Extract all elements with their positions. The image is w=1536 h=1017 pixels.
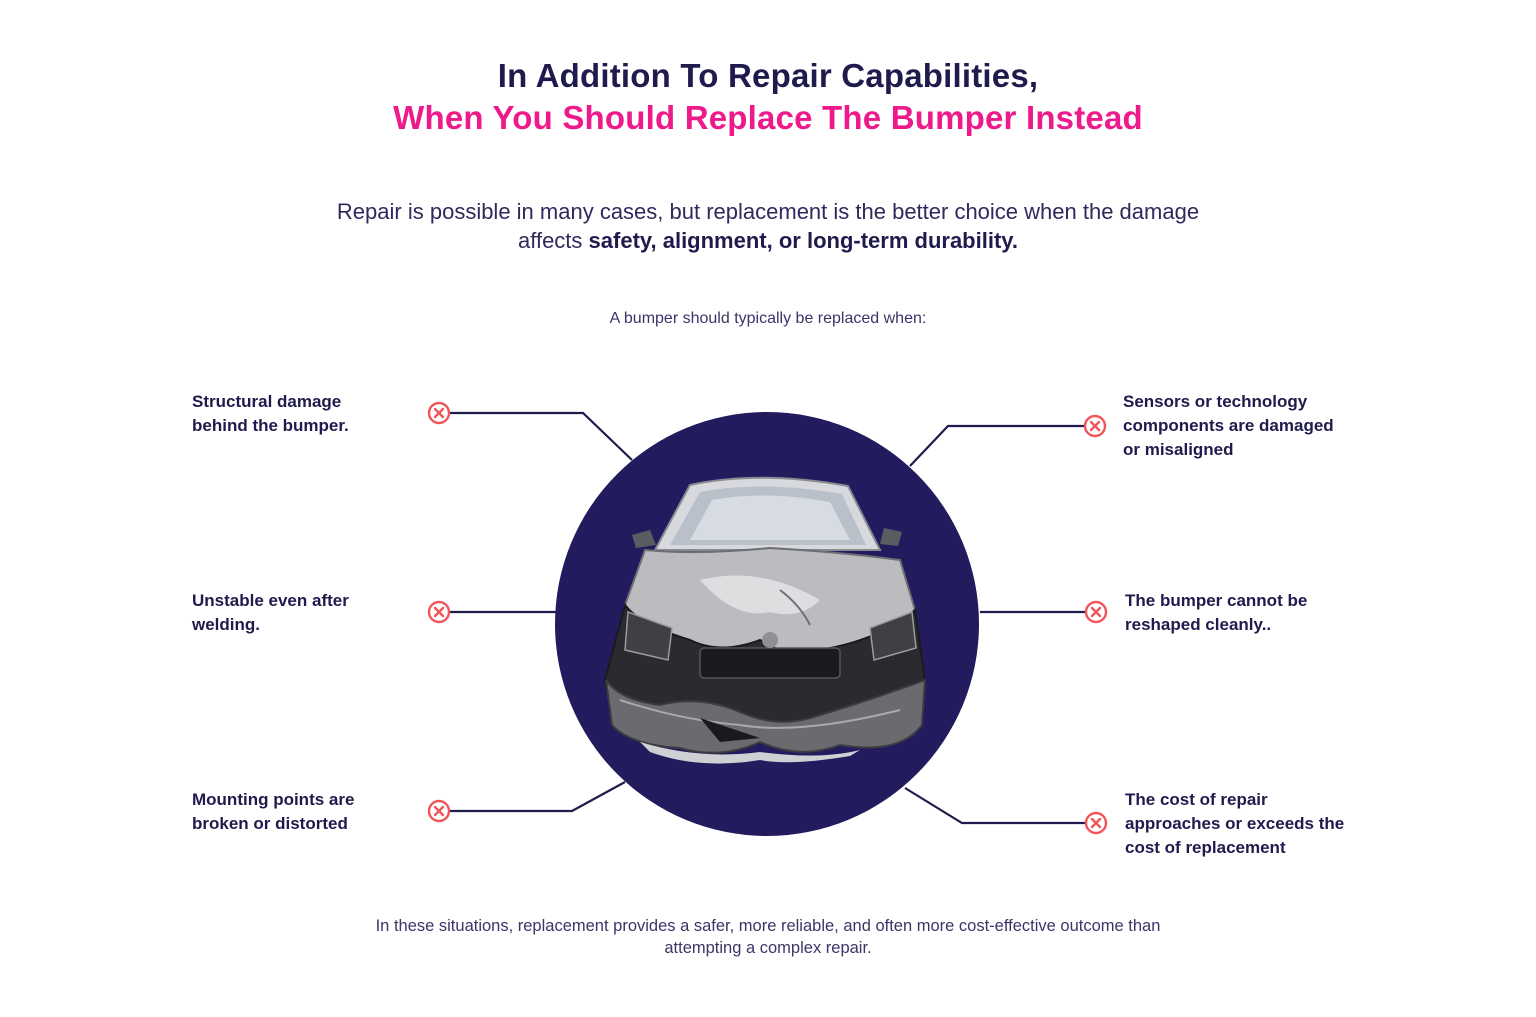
footer-note: In these situations, replacement provide…: [0, 915, 1536, 959]
connector-left-3: [450, 781, 626, 813]
x-circle-icon: [427, 600, 451, 624]
title-line-1: In Addition To Repair Capabilities,: [497, 57, 1039, 94]
x-circle-icon: [1084, 811, 1108, 835]
lead-sentence: A bumper should typically be replaced wh…: [609, 310, 927, 327]
page-title: In Addition To Repair Capabilities, When…: [0, 55, 1536, 139]
x-markers: [427, 401, 1108, 835]
point-structural-damage: Structural damage behind the bumper.: [192, 392, 349, 435]
intro-paragraph: Repair is possible in many cases, but re…: [0, 197, 1536, 255]
x-circle-icon: [1083, 414, 1107, 438]
x-circle-icon: [427, 401, 451, 425]
point-mounting-points: Mounting points are broken or distorted: [192, 790, 355, 833]
point-cost-of-repair: The cost of repair approaches or exceeds…: [1125, 790, 1345, 857]
connector-left-1: [450, 411, 633, 461]
connector-lines: [450, 411, 1085, 825]
damaged-car-illustration: [603, 476, 927, 764]
connector-right-1: [909, 424, 1084, 467]
intro-emphasis: safety, alignment, or long-term durabili…: [588, 228, 1018, 253]
connector-right-3: [904, 787, 1085, 825]
point-unstable-after-welding: Unstable even after welding.: [192, 591, 349, 634]
point-cannot-reshape: The bumper cannot be reshaped cleanly..: [1125, 591, 1308, 634]
intro-text: Repair is possible in many cases, but re…: [336, 199, 1200, 253]
title-line-2: When You Should Replace The Bumper Inste…: [393, 99, 1143, 136]
x-circle-icon: [427, 799, 451, 823]
point-sensors-damaged: Sensors or technology components are dam…: [1123, 392, 1334, 459]
footer-text: In these situations, replacement provide…: [375, 917, 1161, 957]
x-circle-icon: [1084, 600, 1108, 624]
